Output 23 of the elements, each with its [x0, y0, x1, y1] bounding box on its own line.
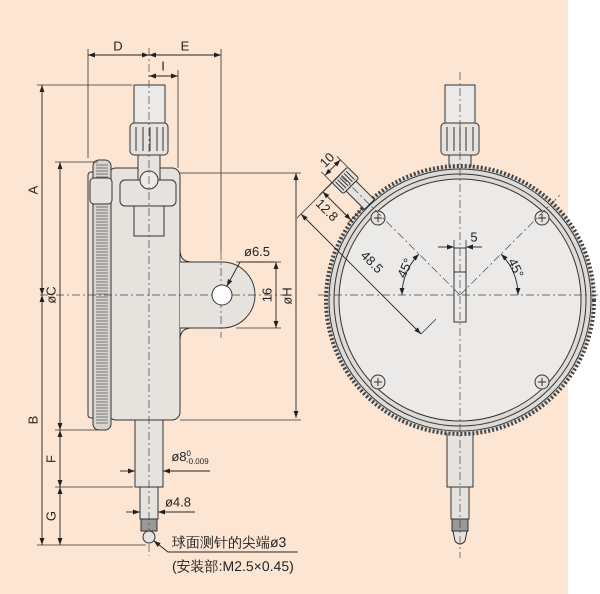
- dimension-label: D: [113, 40, 123, 52]
- dimension-label: 45°: [394, 256, 416, 280]
- dimension-label: 48.5: [358, 248, 386, 276]
- dimension-label: 12.8: [313, 196, 341, 224]
- dimension-label: A: [26, 186, 40, 194]
- dimension-label: G: [44, 510, 58, 522]
- dimension-label: 16: [260, 288, 274, 302]
- dimension-label: F: [44, 455, 58, 463]
- leader-line: [226, 262, 274, 287]
- dimension-label: øH: [280, 287, 294, 305]
- dimension-label: ø4.8: [165, 496, 191, 508]
- dimension-label: E: [180, 40, 190, 52]
- dimension-label: B: [26, 416, 40, 424]
- leader-line: [153, 540, 298, 552]
- dimension-label: 10: [317, 150, 337, 170]
- mounting-hole: [212, 284, 232, 306]
- dimension-label: øC: [44, 286, 58, 304]
- callout-text: 球面测针的尖端ø3: [172, 534, 288, 550]
- dimension-label: 5: [470, 230, 478, 244]
- dimension-label: 45°: [506, 256, 526, 280]
- dimension-label: ø6.5: [244, 244, 270, 260]
- note-text: (安装部:M2.5×0.45): [172, 558, 294, 574]
- dimension-label: I: [161, 60, 165, 72]
